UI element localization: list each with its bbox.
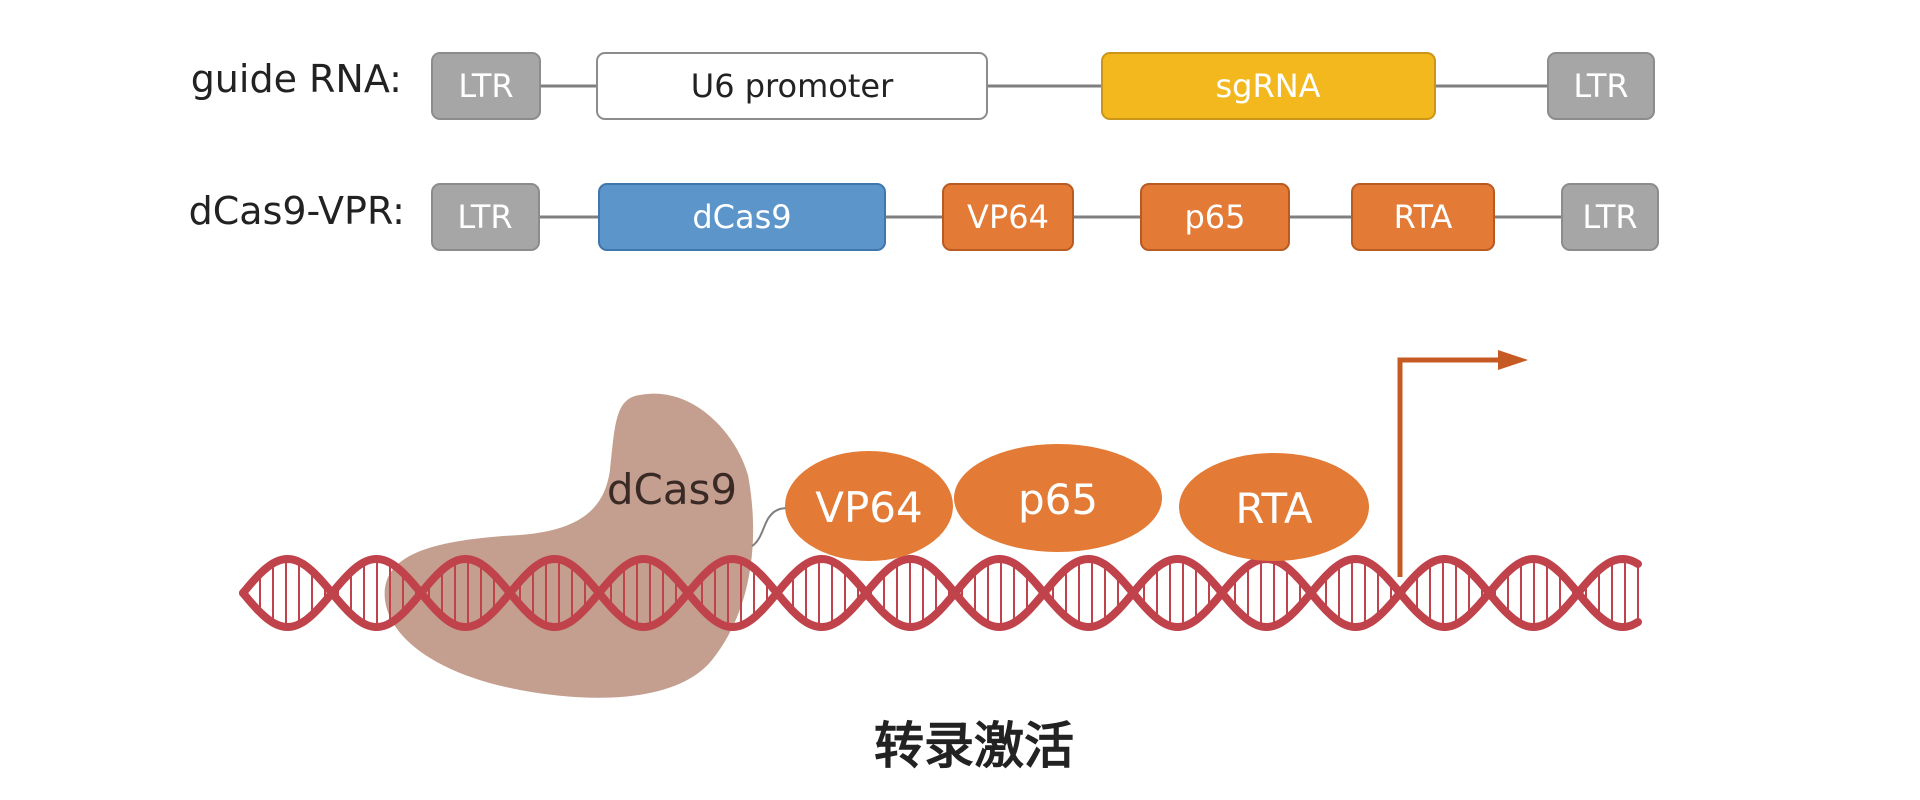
vpr-ltr-right-label: LTR: [1582, 198, 1637, 236]
guide-ltr-left: LTR: [431, 52, 541, 120]
guide-ltr-right-label: LTR: [1573, 67, 1628, 105]
rta-box-label: RTA: [1394, 198, 1453, 236]
dcas9-protein-blob: [384, 393, 754, 698]
p65-protein-label: p65: [1018, 475, 1098, 524]
vp64-protein-label: VP64: [815, 483, 923, 532]
vp64-protein: VP64: [785, 451, 953, 561]
vp64-box: VP64: [942, 183, 1074, 251]
dna-strand-b: [239, 555, 1642, 631]
guide-rna-construct: guide RNA: LTR U6 promoter sgRNA LTR: [191, 52, 1655, 120]
dna-double-helix: [239, 555, 1642, 631]
u6-promoter-label: U6 promoter: [691, 67, 894, 105]
p65-box-label: p65: [1184, 198, 1245, 236]
guide-rna-label: guide RNA:: [191, 57, 402, 101]
p65-protein: p65: [954, 444, 1162, 552]
sgrna-label: sgRNA: [1215, 67, 1320, 105]
transcription-start-arrow-icon: [1397, 350, 1528, 577]
dcas9-protein-label: dCas9: [607, 465, 737, 514]
guide-ltr-left-label: LTR: [458, 67, 513, 105]
dcas9-vpr-construct: dCas9-VPR: LTR dCas9 VP64 p65 RTA LTR: [189, 183, 1659, 251]
rta-box: RTA: [1351, 183, 1495, 251]
vpr-ltr-left-label: LTR: [457, 198, 512, 236]
guide-ltr-right: LTR: [1547, 52, 1655, 120]
dcas9-box-label: dCas9: [692, 198, 791, 236]
rta-protein-label: RTA: [1235, 484, 1313, 533]
p65-box: p65: [1140, 183, 1290, 251]
vp64-box-label: VP64: [967, 198, 1049, 236]
dna-strand-a: [239, 555, 1642, 631]
rta-protein: RTA: [1179, 453, 1369, 561]
vpr-ltr-right: LTR: [1561, 183, 1659, 251]
dcas9-vpr-label: dCas9-VPR:: [189, 189, 405, 233]
dcas9-box: dCas9: [598, 183, 886, 251]
vpr-ltr-left: LTR: [431, 183, 540, 251]
u6-promoter-box: U6 promoter: [596, 52, 988, 120]
diagram-caption: 转录激活: [874, 717, 1074, 775]
sgrna-box: sgRNA: [1101, 52, 1436, 120]
dcas9-vp64-linker: [751, 507, 791, 547]
